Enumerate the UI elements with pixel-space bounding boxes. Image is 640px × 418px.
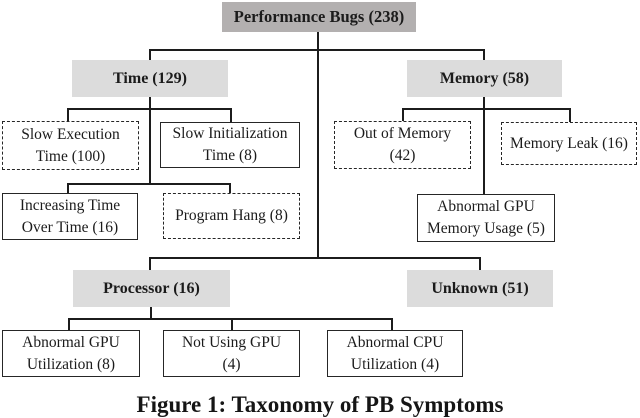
node-time: Time (129) [72,60,228,97]
node-abnormal-gpu-utilization: Abnormal GPU Utilization (8) [2,330,140,377]
node-slow-execution-time: Slow Execution Time (100) [2,121,139,170]
node-processor: Processor (16) [73,270,230,307]
connector-drop-cpu-utilization [391,318,393,331]
node-memory-leak: Memory Leak (16) [501,122,637,165]
connector-drop-gpu-utilization [68,318,70,331]
node-abnormal-gpu-memory-usage: Abnormal GPU Memory Usage (5) [417,194,555,242]
connector-drop-time [149,49,151,61]
connector-processor-feed [150,307,152,320]
connector-root-trunk [317,32,319,259]
connector-memory-rail [402,108,571,110]
connector-drop-unknown [479,257,481,271]
node-increasing-time-over-time: Increasing Time Over Time (16) [2,193,138,240]
node-out-of-memory: Out of Memory (42) [334,121,471,169]
connector-drop-slow-initialization [230,108,232,123]
node-abnormal-cpu-utilization: Abnormal CPU Utilization (4) [327,330,463,377]
connector-processor-rail [68,318,393,320]
connector-drop-increasing-time [67,183,69,194]
node-performance-bugs: Performance Bugs (238) [222,2,416,32]
connector-time-rail-2 [67,183,231,185]
connector-time-feed [149,97,151,185]
connector-drop-program-hang [229,183,231,194]
connector-time-rail-1 [67,108,232,110]
connector-drop-processor [149,257,151,271]
connector-drop-slow-execution [67,108,69,122]
node-memory: Memory (58) [407,60,562,97]
connector-drop-not-using-gpu [231,318,233,331]
node-not-using-gpu: Not Using GPU (4) [163,330,300,377]
connector-level1-rail [149,49,485,51]
node-slow-initialization-time: Slow Initialization Time (8) [160,122,300,168]
figure-caption: Figure 1: Taxonomy of PB Symptoms [136,392,504,417]
connector-memory-feed [483,97,485,195]
connector-drop-memory-leak [569,108,571,123]
node-unknown: Unknown (51) [407,270,553,307]
node-program-hang: Program Hang (8) [163,193,300,239]
connector-drop-out-of-memory [402,108,404,122]
connector-drop-memory [483,49,485,61]
connector-level3-rail [149,257,481,259]
